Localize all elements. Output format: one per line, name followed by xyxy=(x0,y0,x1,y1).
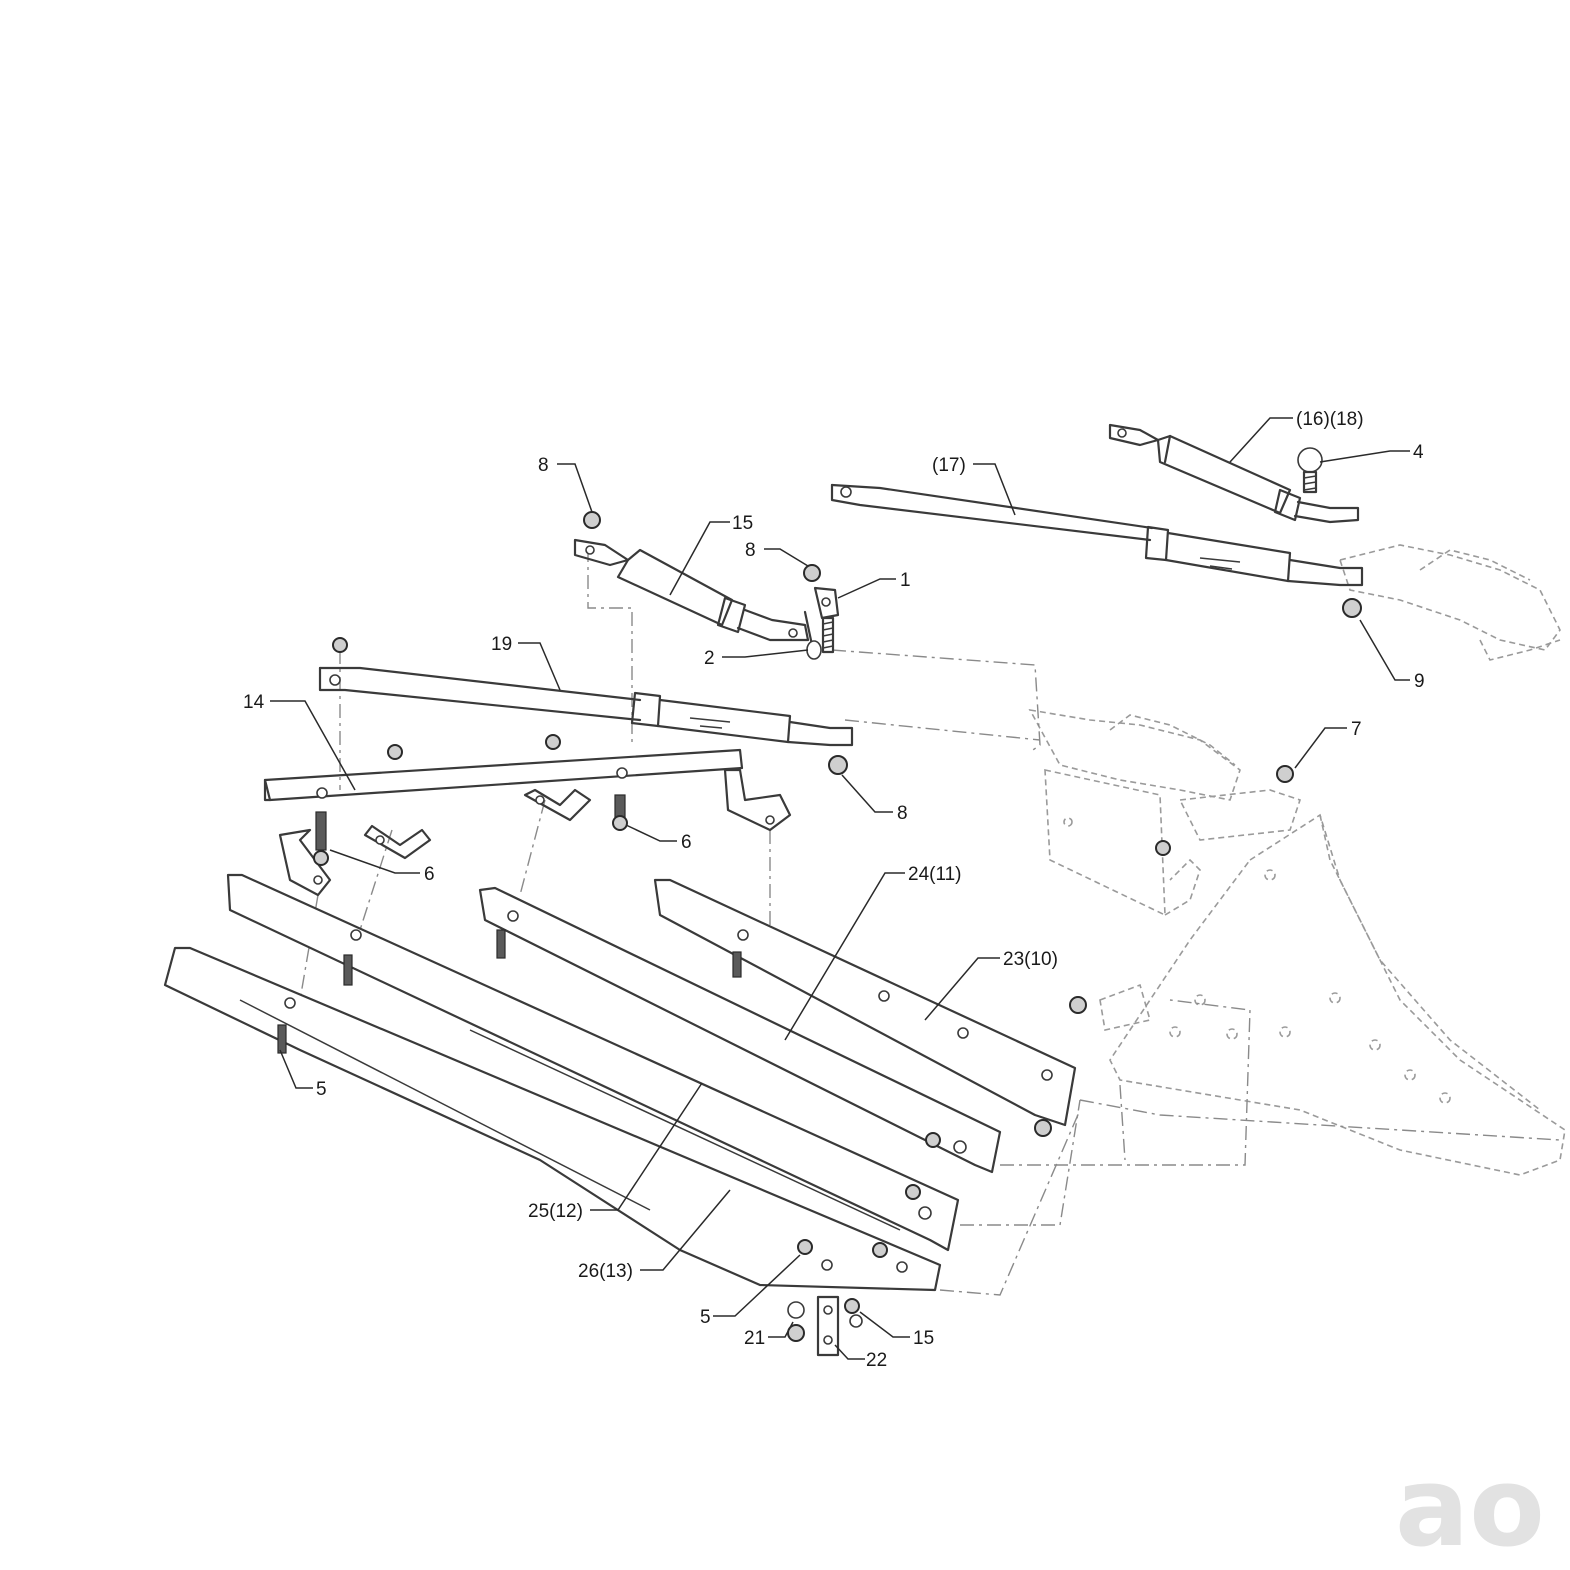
callout-2: 2 xyxy=(704,648,715,669)
adjuster-rod-19 xyxy=(318,666,854,747)
callout-8: 8 xyxy=(745,540,756,561)
nut-15-bottom xyxy=(844,1298,863,1328)
ball-pin-4 xyxy=(1297,447,1323,494)
callout-7: 7 xyxy=(1351,719,1362,740)
adjuster-rod-17 xyxy=(830,483,1364,587)
pin-1 xyxy=(813,586,840,654)
callout-26-13: 26(13) xyxy=(578,1261,633,1282)
callout-8: 8 xyxy=(538,455,549,476)
callout-21: 21 xyxy=(744,1328,765,1349)
callout-16-18: (16)(18) xyxy=(1296,409,1364,430)
plate-22 xyxy=(816,1295,840,1357)
callout-5: 5 xyxy=(700,1307,711,1328)
callout-15: 15 xyxy=(913,1328,934,1349)
plough-body-outline xyxy=(1028,544,1566,1176)
nut-8-mid xyxy=(803,564,821,582)
nut-7 xyxy=(1069,765,1294,1014)
blade-26-13 xyxy=(163,946,942,1292)
callout-24-11: 24(11) xyxy=(908,864,962,885)
nut-8-top xyxy=(583,511,601,529)
nut-8-left-rod xyxy=(332,637,348,653)
callout-22: 22 xyxy=(866,1350,887,1371)
callout-8: 8 xyxy=(897,803,908,824)
turnbuckle-15 xyxy=(573,538,810,642)
nut-8-right xyxy=(828,755,848,775)
callout-14: 14 xyxy=(243,692,265,713)
callout-25-12: 25(12) xyxy=(528,1201,583,1222)
assembly-lines xyxy=(299,548,1561,1296)
blade-24-11 xyxy=(478,886,1002,1174)
bolt-6-left xyxy=(313,811,329,866)
callout-23-10: 23(10) xyxy=(1003,949,1058,970)
callout-6: 6 xyxy=(424,864,435,885)
bracket-14 xyxy=(263,734,792,897)
svg-text:ao: ao xyxy=(1395,1443,1545,1570)
callout-6: 6 xyxy=(681,832,692,853)
callout-4: 4 xyxy=(1413,442,1424,463)
nut-9 xyxy=(1342,598,1362,618)
callout-5: 5 xyxy=(316,1079,327,1100)
callout-labels: 8 15 8 1 2 19 14 8 6 6 (17) (16)(18) 4 9… xyxy=(243,409,1425,1371)
blade-25-12 xyxy=(226,873,960,1252)
blade-23-10 xyxy=(653,878,1077,1137)
turnbuckle-16-18 xyxy=(1108,423,1360,524)
callout-15: 15 xyxy=(732,513,753,534)
callout-17: (17) xyxy=(932,455,966,476)
callout-19: 19 xyxy=(491,634,512,655)
callout-9: 9 xyxy=(1414,671,1425,692)
leader-lines xyxy=(270,417,1410,1360)
washer-21 xyxy=(787,1301,805,1342)
bolt-6-right xyxy=(612,794,628,831)
callout-1: 1 xyxy=(900,570,911,591)
watermark-logo: ao xyxy=(1395,1443,1545,1570)
